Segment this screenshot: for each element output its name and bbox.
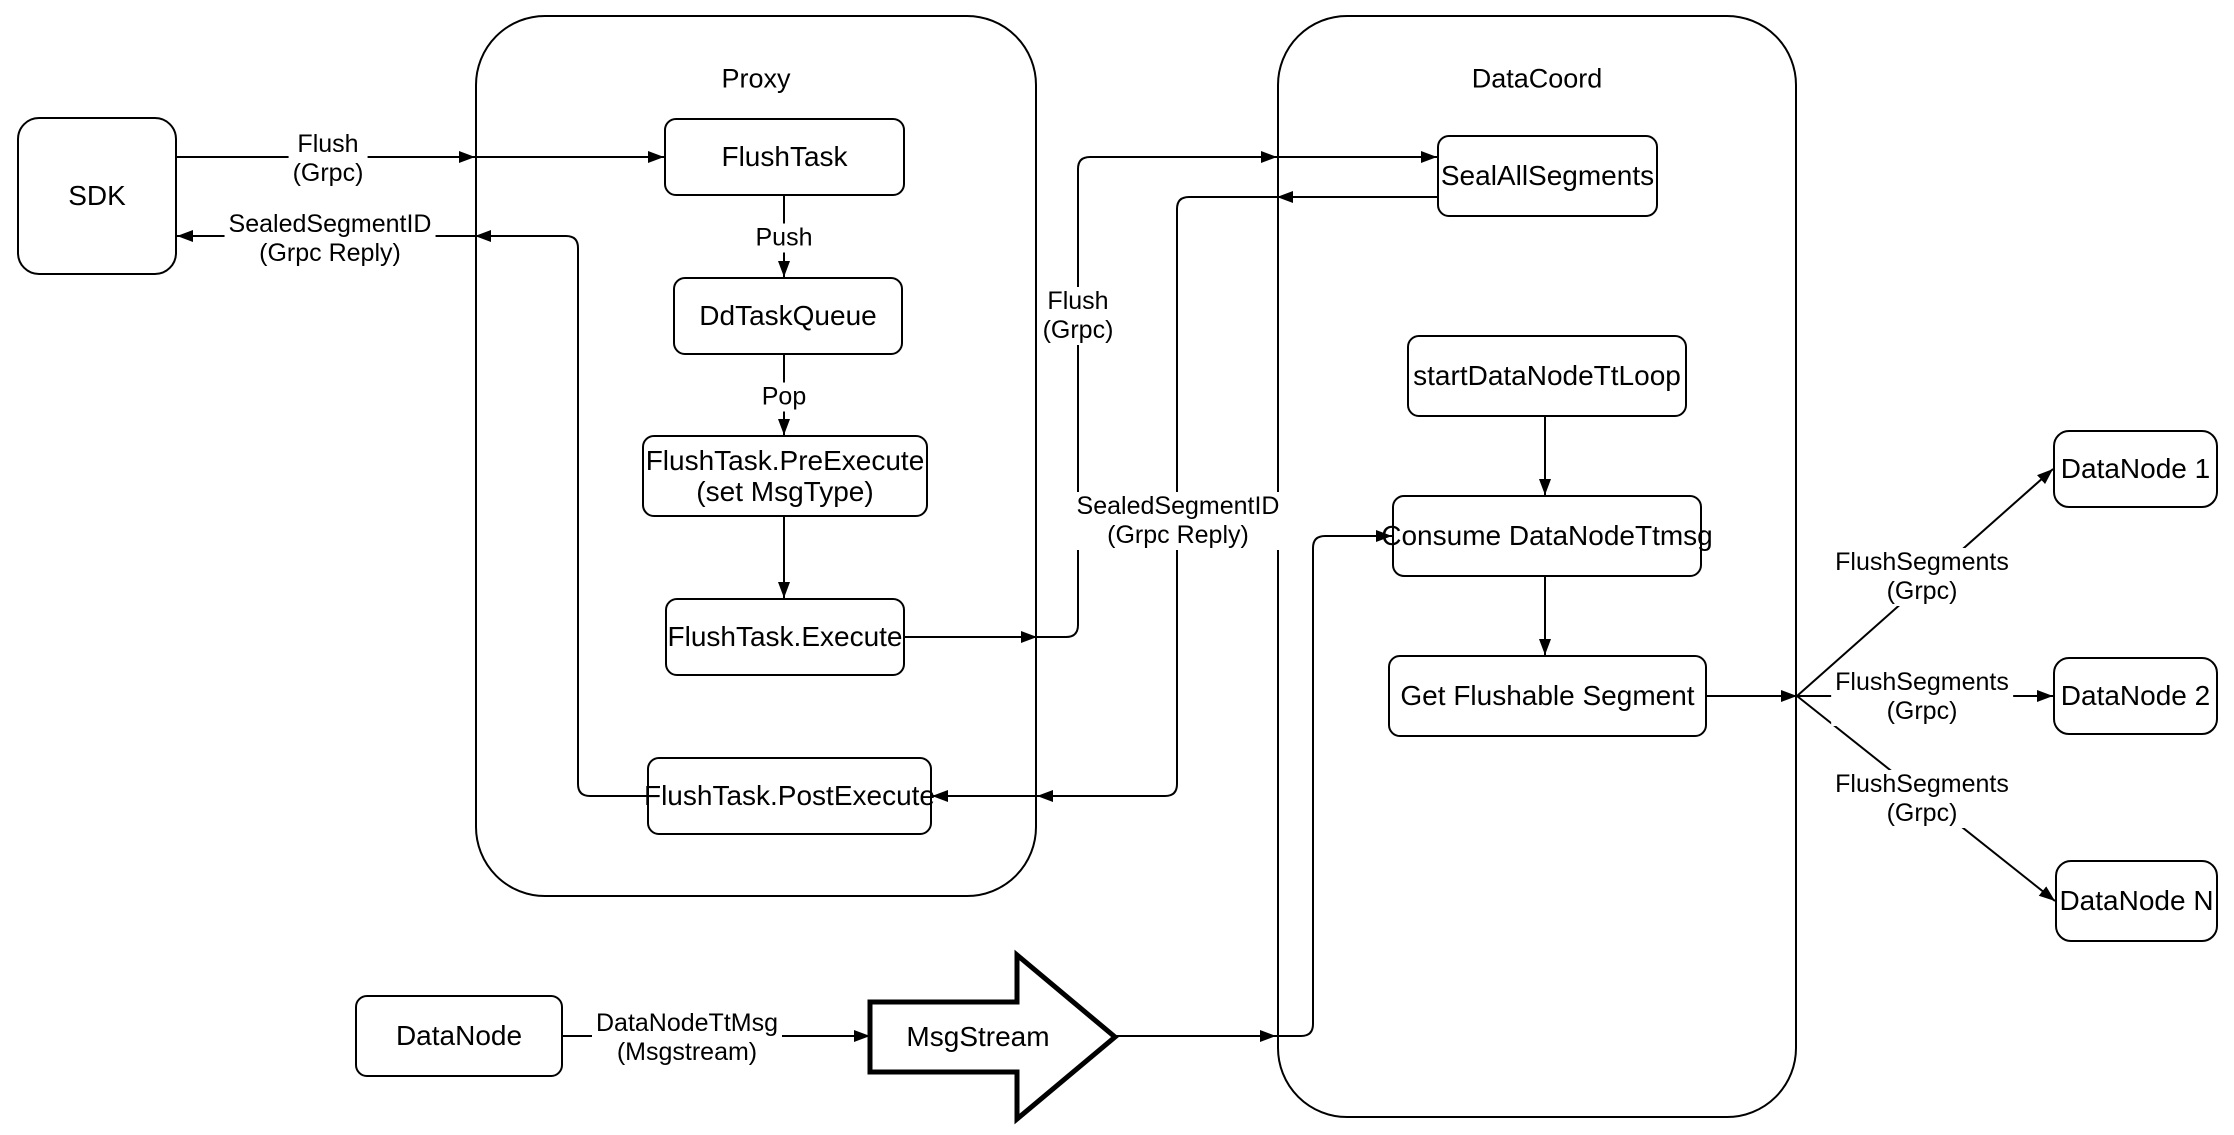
node-getflushablesegment-label: Get Flushable Segment [1400, 680, 1695, 712]
proxy-container [475, 15, 1037, 897]
edge-label-flushsegments-1: FlushSegments (Grpc) [1831, 548, 2013, 606]
node-consumedatanodettmsg-label: Consume DataNodeTtmsg [1381, 520, 1713, 552]
edge-label-pop: Pop [757, 382, 811, 412]
node-startdatanodettloop-label: startDataNodeTtLoop [1413, 360, 1681, 392]
node-sealallsegments: SealAllSegments [1437, 135, 1658, 217]
edge-label-sealedsegmentid-sdk: SealedSegmentID (Grpc Reply) [224, 210, 436, 268]
edge-label-flush-sdk: Flush (Grpc) [288, 130, 368, 188]
msgstream-label: MsgStream [906, 1021, 1050, 1052]
node-postexecute-label: FlushTask.PostExecute [643, 780, 936, 812]
edge-postexecute-to-proxy-edge [475, 230, 647, 797]
node-startdatanodettloop: startDataNodeTtLoop [1407, 335, 1687, 417]
node-ddtaskqueue: DdTaskQueue [673, 277, 903, 355]
datacoord-container [1277, 15, 1797, 1118]
edge-label-push: Push [751, 223, 817, 253]
node-sealallsegments-label: SealAllSegments [1440, 160, 1655, 192]
edge-label-flushsegments-2: FlushSegments (Grpc) [1831, 668, 2013, 726]
node-datanoden: DataNode N [2055, 860, 2218, 942]
node-flushtask: FlushTask [664, 118, 905, 196]
edge-label-flushsegments-3: FlushSegments (Grpc) [1831, 770, 2013, 828]
node-sdk-label: SDK [68, 180, 126, 212]
node-sdk: SDK [17, 117, 177, 275]
node-preexecute-label-line1: FlushTask.PreExecute [645, 444, 925, 476]
node-ddtaskqueue-label: DdTaskQueue [699, 300, 877, 332]
node-datanode1-label: DataNode 1 [2060, 453, 2211, 485]
node-execute: FlushTask.Execute [665, 598, 905, 676]
msgstream-arrow-shape [867, 949, 1119, 1125]
node-getflushablesegment: Get Flushable Segment [1388, 655, 1707, 737]
node-datanode1: DataNode 1 [2053, 430, 2218, 508]
node-preexecute: FlushTask.PreExecute (set MsgType) [642, 435, 928, 517]
node-execute-label: FlushTask.Execute [667, 621, 903, 653]
node-consumedatanodettmsg: Consume DataNodeTtmsg [1381, 495, 1713, 577]
datacoord-container-label: DataCoord [1471, 63, 1603, 94]
proxy-container-label: Proxy [721, 63, 791, 94]
node-postexecute: FlushTask.PostExecute [643, 757, 936, 835]
node-flushtask-label: FlushTask [721, 141, 848, 173]
edge-proxy-edge-to-datacoord [1037, 151, 1277, 638]
node-datanode2: DataNode 2 [2053, 657, 2218, 735]
edge-label-sealedsegmentid-mid: SealedSegmentID (Grpc Reply) [1072, 492, 1284, 550]
edge-label-flush-mid: Flush (Grpc) [1038, 287, 1118, 345]
node-preexecute-label-line2: (set MsgType) [696, 476, 874, 507]
node-datanode: DataNode [355, 995, 563, 1077]
node-datanoden-label: DataNode N [2059, 885, 2214, 917]
node-datanode-label: DataNode [395, 1020, 523, 1052]
node-datanode2-label: DataNode 2 [2060, 680, 2211, 712]
edge-label-datanodettmsg: DataNodeTtMsg (Msgstream) [591, 1009, 783, 1067]
edge-datacoord-edge-to-consume [1276, 530, 1392, 1037]
